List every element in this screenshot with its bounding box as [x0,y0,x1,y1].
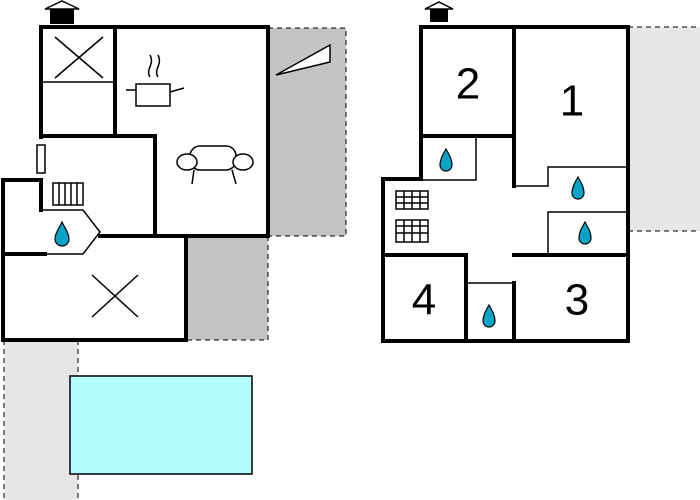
shower-icon [439,147,453,172]
radiator-icon [52,182,84,206]
shower-icon [54,220,70,247]
shower-icon [482,303,496,328]
triangle-icon [275,43,331,76]
sofa-icon [176,145,254,185]
cross-icon [91,274,139,318]
room-label-2: 2 [456,60,480,109]
ground-floor [1,0,347,500]
radiator-icon [395,219,429,243]
outdoor-strip [4,340,78,500]
shower-icon [578,220,592,245]
room-label-1: 1 [560,77,584,126]
entrance-icon [44,0,80,24]
room-label-3: 3 [565,276,589,325]
balcony [628,27,700,231]
cooking-pot-icon [126,54,185,107]
cross-icon [54,36,104,79]
upper-floor: 2 1 4 3 [381,1,700,343]
radiator-icon [395,190,429,210]
shower-icon [571,175,585,200]
terrace-lower [186,236,268,340]
entrance-icon [424,1,454,22]
room-label-4: 4 [412,276,436,325]
swimming-pool [69,375,253,475]
window-icon [36,144,46,174]
